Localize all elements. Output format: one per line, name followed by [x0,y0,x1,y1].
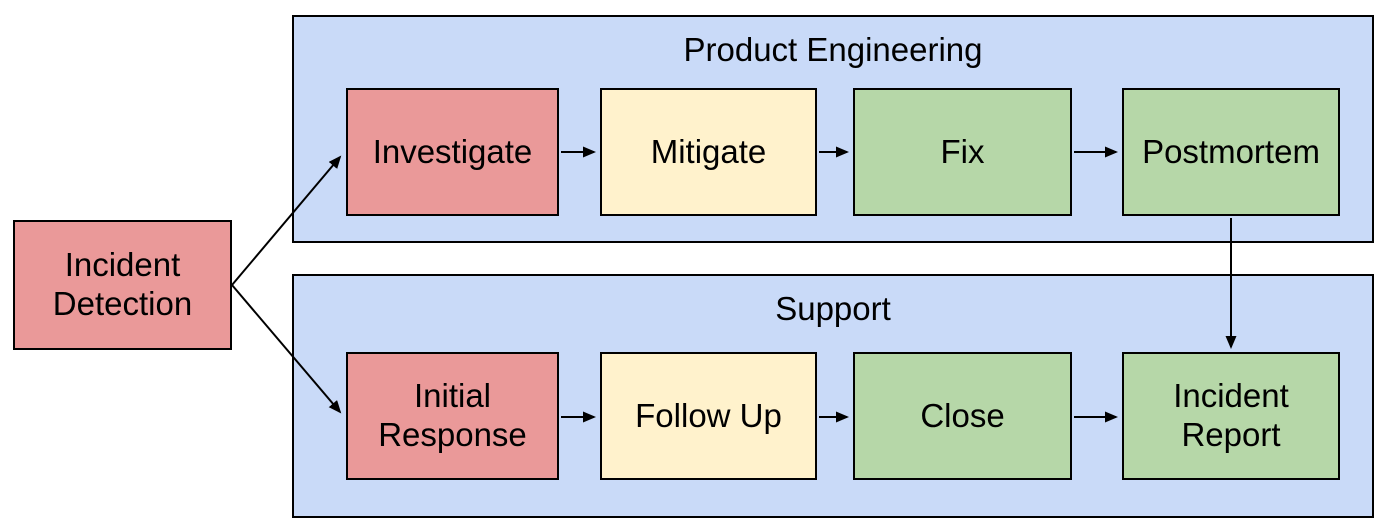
node-fix: Fix [853,88,1072,216]
lane-title-support: Support [775,290,891,327]
node-postmortem: Postmortem [1122,88,1340,216]
node-incident-detection: Incident Detection [13,220,232,350]
node-follow-up: Follow Up [600,352,817,480]
node-initial-response: Initial Response [346,352,559,480]
node-investigate: Investigate [346,88,559,216]
node-mitigate: Mitigate [600,88,817,216]
lane-title-product-engineering: Product Engineering [683,31,983,68]
node-close: Close [853,352,1072,480]
node-incident-report: Incident Report [1122,352,1340,480]
